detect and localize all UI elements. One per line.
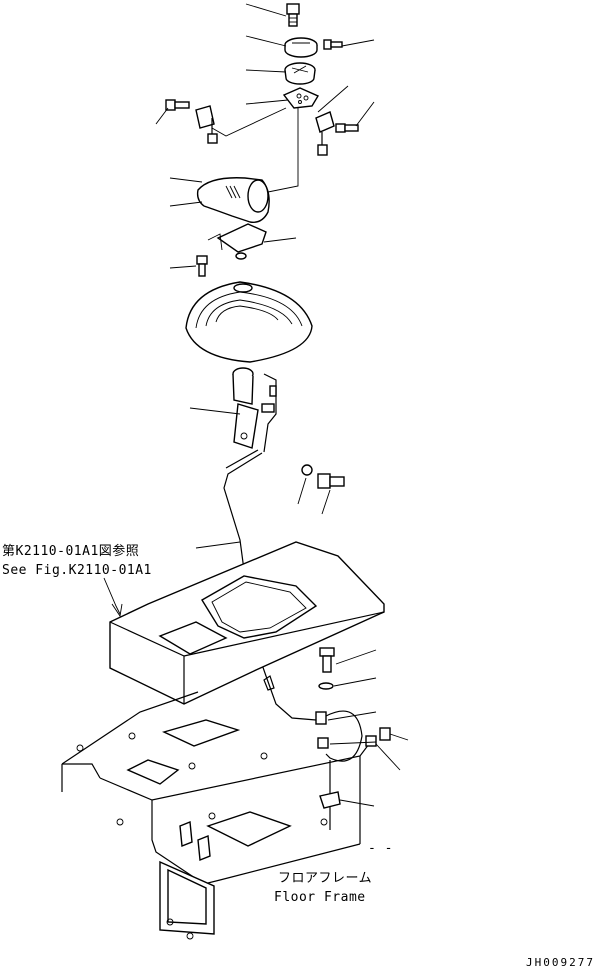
lever-grip bbox=[196, 177, 270, 223]
switch-plate bbox=[282, 87, 320, 109]
cap-screw-right bbox=[323, 39, 343, 50]
washer bbox=[301, 464, 313, 476]
leader-lines bbox=[103, 3, 409, 807]
bracket-right bbox=[315, 111, 335, 156]
bolt-left bbox=[165, 99, 190, 111]
bolt-right bbox=[335, 123, 359, 133]
stopper-bolt bbox=[319, 647, 335, 673]
plate-bolt bbox=[196, 255, 208, 277]
mount-plate bbox=[216, 223, 267, 260]
knob-screw bbox=[286, 3, 300, 27]
floor-frame-jp: フロアフレーム bbox=[278, 871, 372, 886]
floor-frame bbox=[61, 691, 373, 940]
drawing-code: JH009277 bbox=[526, 956, 595, 969]
pivot-bolt bbox=[317, 473, 345, 489]
knob-cap bbox=[284, 37, 318, 58]
harness-wire bbox=[319, 710, 363, 830]
dash-mark: - - bbox=[368, 841, 393, 856]
stopper-washer bbox=[318, 682, 334, 690]
harness-connector bbox=[365, 727, 391, 747]
floor-frame-en: Floor Frame bbox=[274, 890, 366, 905]
reference-jp: 第K2110-01A1図参照 bbox=[2, 543, 139, 559]
console-housing bbox=[109, 541, 385, 705]
rubber-boot bbox=[185, 281, 313, 363]
reference-en: See Fig.K2110-01A1 bbox=[2, 563, 152, 578]
rod-clamp bbox=[315, 711, 329, 749]
lever-pivot bbox=[232, 367, 277, 453]
knob-body bbox=[284, 62, 316, 85]
bracket-left bbox=[195, 105, 218, 144]
